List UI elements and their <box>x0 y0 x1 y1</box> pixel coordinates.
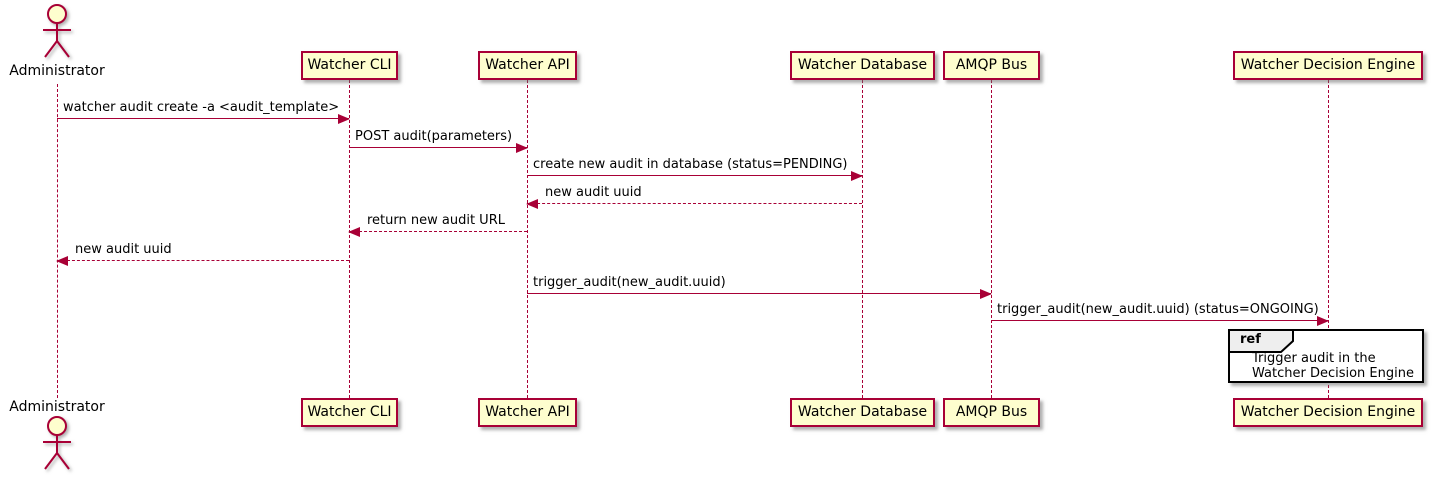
ref-tag-icon <box>1228 329 1294 353</box>
message-3: create new audit in database (status=PEN… <box>527 157 863 181</box>
participant-watcher-decision-engine-top: Watcher Decision Engine <box>1233 51 1423 80</box>
arrowhead-icon <box>516 143 528 153</box>
actor-icon <box>43 416 71 470</box>
arrowhead-icon <box>1317 316 1329 326</box>
message-1: watcher audit create -a <audit_template> <box>57 100 350 124</box>
lifeline-watcher-cli <box>349 80 350 398</box>
lifeline-administrator <box>57 84 58 398</box>
participant-watcher-cli-bottom: Watcher CLI <box>301 398 398 427</box>
arrowhead-icon <box>851 171 863 181</box>
message-8: trigger_audit(new_audit.uuid) (status=ON… <box>991 302 1329 326</box>
lifeline-watcher-decision-engine <box>1328 80 1329 398</box>
ref-keyword: ref <box>1240 332 1261 347</box>
message-6: new audit uuid <box>56 242 349 266</box>
participant-amqp-bus-bottom: AMQP Bus <box>943 398 1040 427</box>
participant-watcher-cli-top: Watcher CLI <box>301 51 398 80</box>
message-label: trigger_audit(new_audit.uuid) (status=ON… <box>997 302 1319 317</box>
participant-watcher-decision-engine-bottom: Watcher Decision Engine <box>1233 398 1423 427</box>
ref-text-line-1: Trigger audit in the <box>1252 351 1376 366</box>
actor-label-administrator-bottom: Administrator <box>9 399 105 415</box>
participant-watcher-database-top: Watcher Database <box>790 51 935 80</box>
arrowhead-icon <box>526 199 538 209</box>
message-label: create new audit in database (status=PEN… <box>533 157 848 172</box>
ref-text-line-2: Watcher Decision Engine <box>1252 366 1414 381</box>
arrowhead-icon <box>348 227 360 237</box>
message-label: new audit uuid <box>545 185 642 200</box>
message-label: return new audit URL <box>367 213 505 228</box>
lifeline-watcher-database <box>862 80 863 398</box>
lifeline-amqp-bus <box>991 80 992 398</box>
arrowhead-icon <box>56 256 68 266</box>
participant-watcher-database-bottom: Watcher Database <box>790 398 935 427</box>
lifeline-watcher-api <box>527 80 528 398</box>
message-5: return new audit URL <box>348 213 527 237</box>
message-label: POST audit(parameters) <box>355 129 513 144</box>
actor-icon <box>43 4 71 58</box>
participant-watcher-api-bottom: Watcher API <box>478 398 577 427</box>
message-label: new audit uuid <box>75 242 172 257</box>
message-2: POST audit(parameters) <box>349 129 528 153</box>
actor-label-administrator-top: Administrator <box>9 63 105 79</box>
arrowhead-icon <box>338 114 350 124</box>
message-4: new audit uuid <box>526 185 862 209</box>
ref-fragment: ref Trigger audit in the Watcher Decisio… <box>1228 329 1424 383</box>
actor-administrator-top <box>35 3 79 63</box>
actor-administrator-bottom <box>35 415 79 475</box>
arrowhead-icon <box>980 289 992 299</box>
message-label: watcher audit create -a <audit_template> <box>63 100 340 115</box>
ref-text: Trigger audit in the Watcher Decision En… <box>1252 351 1414 381</box>
message-7: trigger_audit(new_audit.uuid) <box>527 275 992 299</box>
message-label: trigger_audit(new_audit.uuid) <box>533 275 726 290</box>
participant-watcher-api-top: Watcher API <box>478 51 577 80</box>
participant-amqp-bus-top: AMQP Bus <box>943 51 1040 80</box>
